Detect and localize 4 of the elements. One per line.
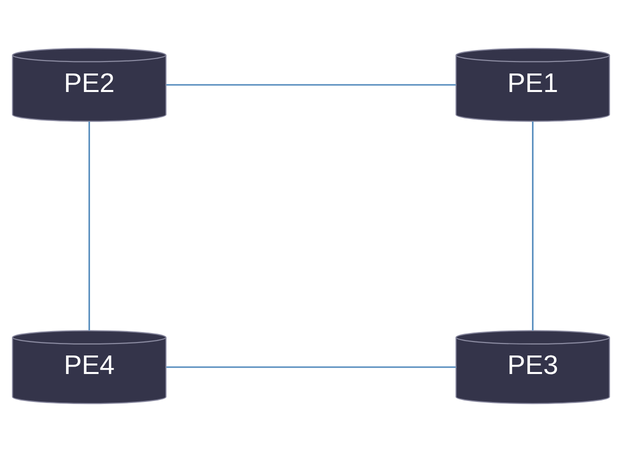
connector [166,366,456,368]
connector [88,120,90,330]
connector [166,84,456,86]
connector [532,120,534,330]
